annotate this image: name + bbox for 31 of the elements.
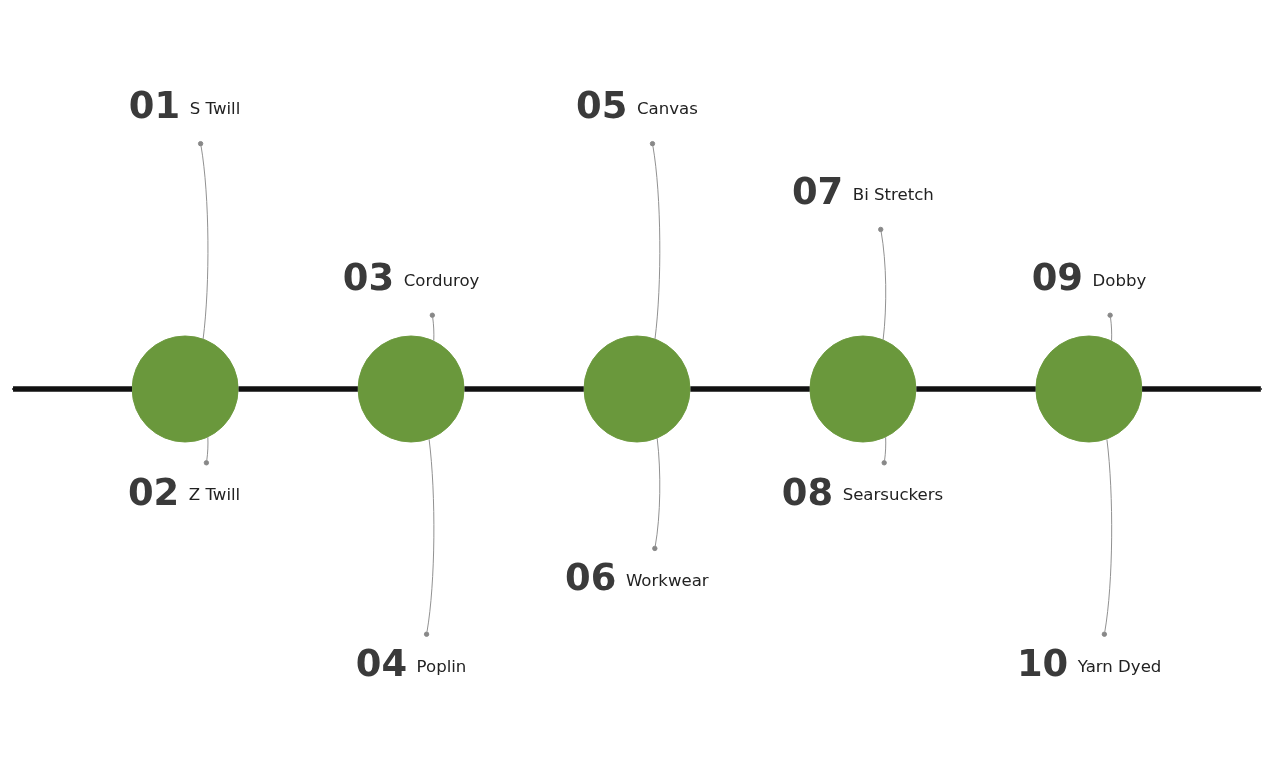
node-text: 04 Poplin [355, 641, 467, 685]
node-text: 08 Searsuckers [781, 470, 944, 514]
node-text: 06 Workwear [565, 555, 709, 599]
node-text: 02 Z Twill [127, 470, 241, 514]
connector [1142, 385, 1261, 392]
node-circle [131, 335, 239, 442]
connector [197, 140, 209, 340]
node-circle [1035, 335, 1143, 442]
node-text: 05 Canvas [576, 83, 698, 127]
connector [464, 385, 584, 392]
node-text: 07 Bi Stretch [791, 169, 934, 213]
connector [203, 436, 210, 465]
connector [652, 437, 661, 551]
node-text: 09 Dobby [1031, 255, 1147, 299]
connector [881, 436, 887, 465]
connector [1107, 312, 1113, 341]
connector [429, 312, 435, 341]
connector [916, 385, 1036, 392]
node-text: 10 Yarn Dyed [1016, 641, 1162, 685]
connector [649, 140, 661, 340]
node-circle [809, 335, 917, 442]
node-circle [357, 335, 465, 442]
node-circle [583, 335, 691, 442]
node-text: 03 Corduroy [342, 255, 480, 299]
connector [13, 385, 133, 392]
connector [878, 226, 887, 340]
connector [1101, 438, 1113, 637]
connector [690, 385, 810, 392]
connector [238, 385, 358, 392]
node-text: 01 S Twill [128, 83, 241, 127]
connector [423, 438, 435, 637]
